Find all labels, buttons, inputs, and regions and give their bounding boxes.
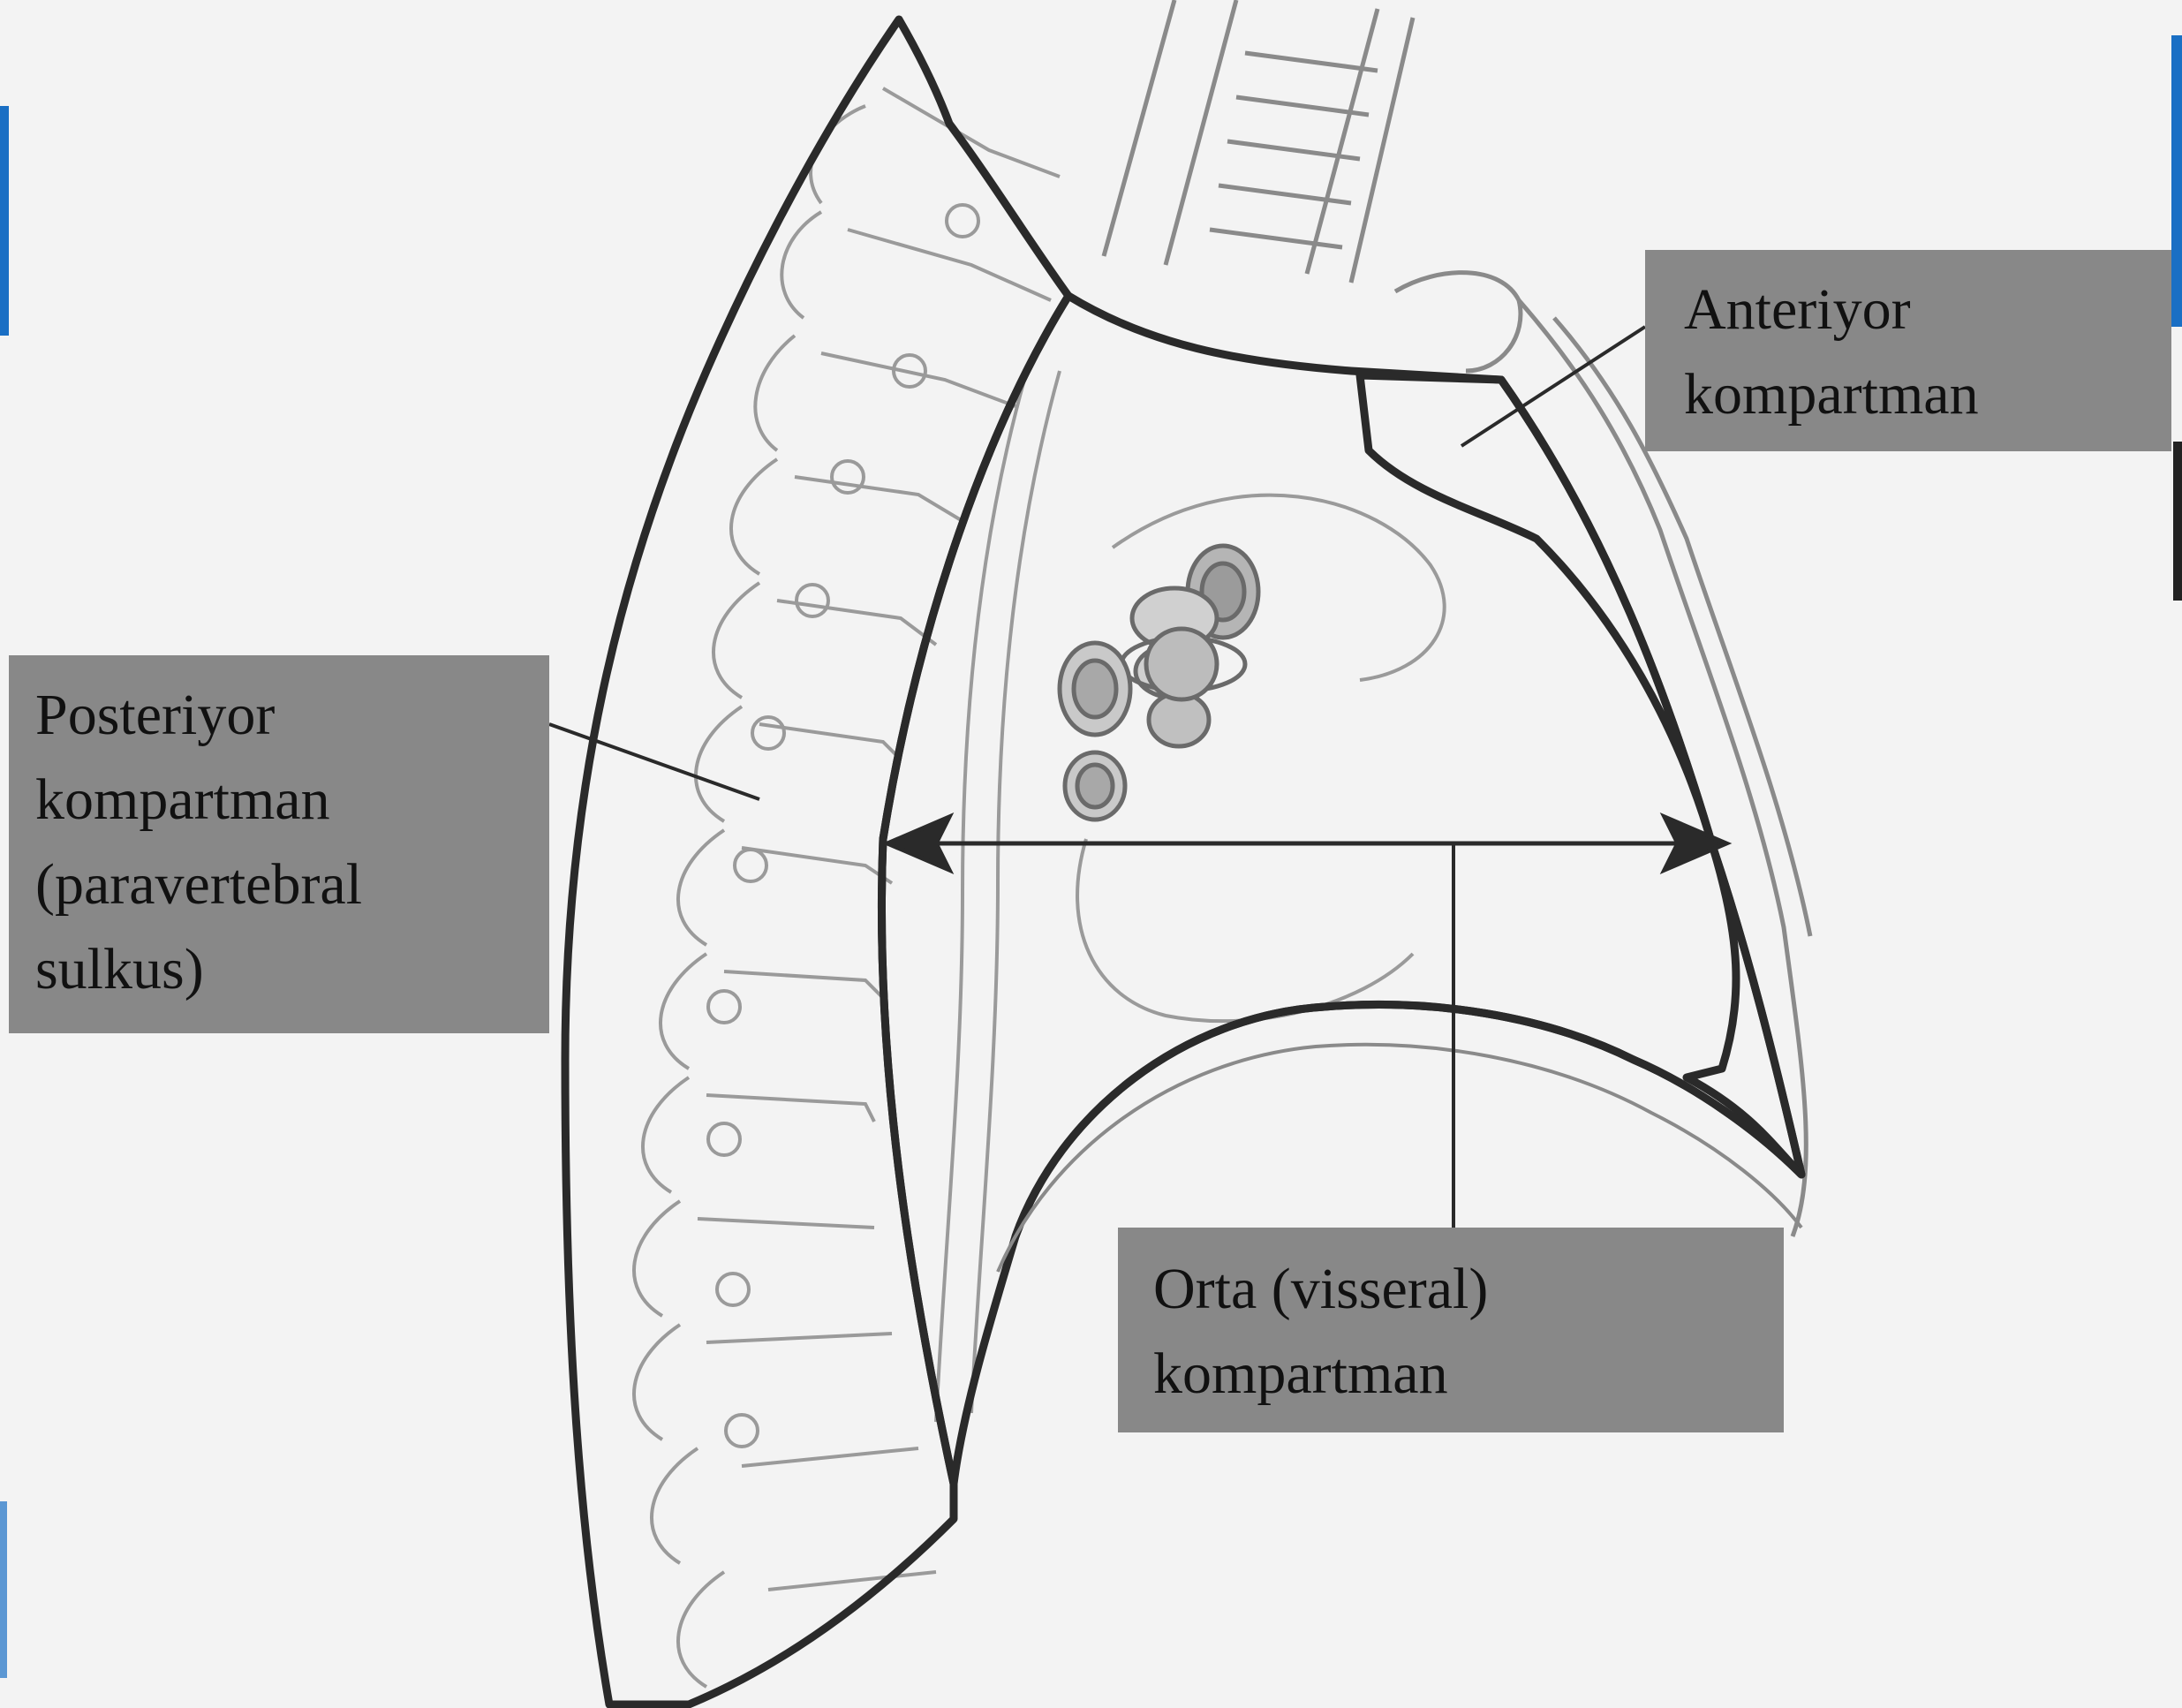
posterior-compartment-outline <box>565 19 1068 1704</box>
anterior-label-line2: kompartman <box>1684 352 2171 437</box>
bronchi-vessels-sketch <box>1060 546 1258 820</box>
trachea-sketch <box>1104 0 1413 283</box>
anterior-compartment-label: Anteriyor kompartman <box>1645 250 2171 451</box>
posterior-label-line1: Posteriyor <box>35 673 549 758</box>
posterior-label-line2: kompartman <box>35 758 549 843</box>
middle-compartment-label: Orta (visseral) kompartman <box>1118 1228 1784 1432</box>
middle-label-line1: Orta (visseral) <box>1153 1247 1784 1332</box>
vertebral-column-sketch <box>634 88 1060 1687</box>
width-arrow <box>887 817 1726 870</box>
anterior-label-line1: Anteriyor <box>1684 268 2171 352</box>
posterior-leader-line <box>549 724 759 799</box>
compartment-outlines <box>565 19 1801 1704</box>
anterior-compartment-outline <box>1360 375 1801 1175</box>
posterior-compartment-label: Posteriyor kompartman (paravertebral sul… <box>9 655 549 1033</box>
middle-label-line2: kompartman <box>1153 1332 1784 1417</box>
posterior-label-line4: sulkus) <box>35 927 549 1012</box>
posterior-label-line3: (paravertebral <box>35 843 549 927</box>
diaphragm-curve <box>1015 1005 1801 1237</box>
